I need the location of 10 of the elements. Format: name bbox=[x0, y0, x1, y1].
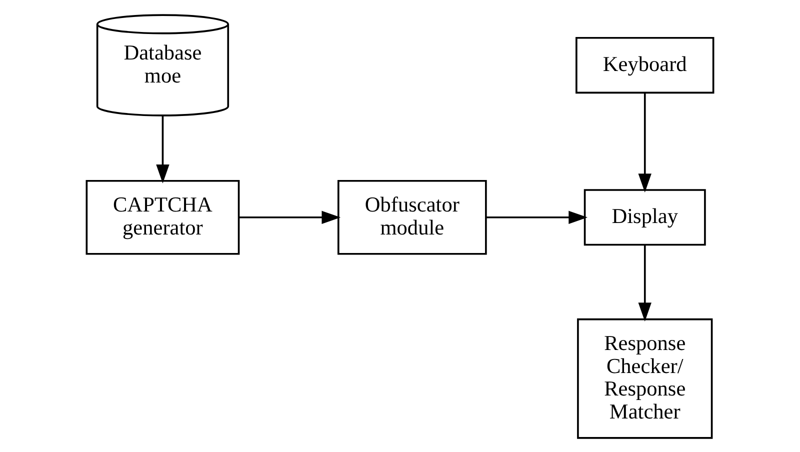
node-box: Display bbox=[584, 188, 706, 246]
node-box: Obfuscator module bbox=[337, 179, 487, 254]
node-box: Keyboard bbox=[576, 36, 714, 94]
arrow bbox=[638, 92, 652, 192]
node-box: Response Checker/ Response Matcher bbox=[577, 318, 713, 438]
arrow bbox=[239, 210, 341, 224]
arrow bbox=[156, 115, 170, 183]
arrow bbox=[638, 244, 652, 321]
node-box: CAPTCHA generator bbox=[86, 179, 240, 254]
arrow bbox=[486, 210, 588, 224]
